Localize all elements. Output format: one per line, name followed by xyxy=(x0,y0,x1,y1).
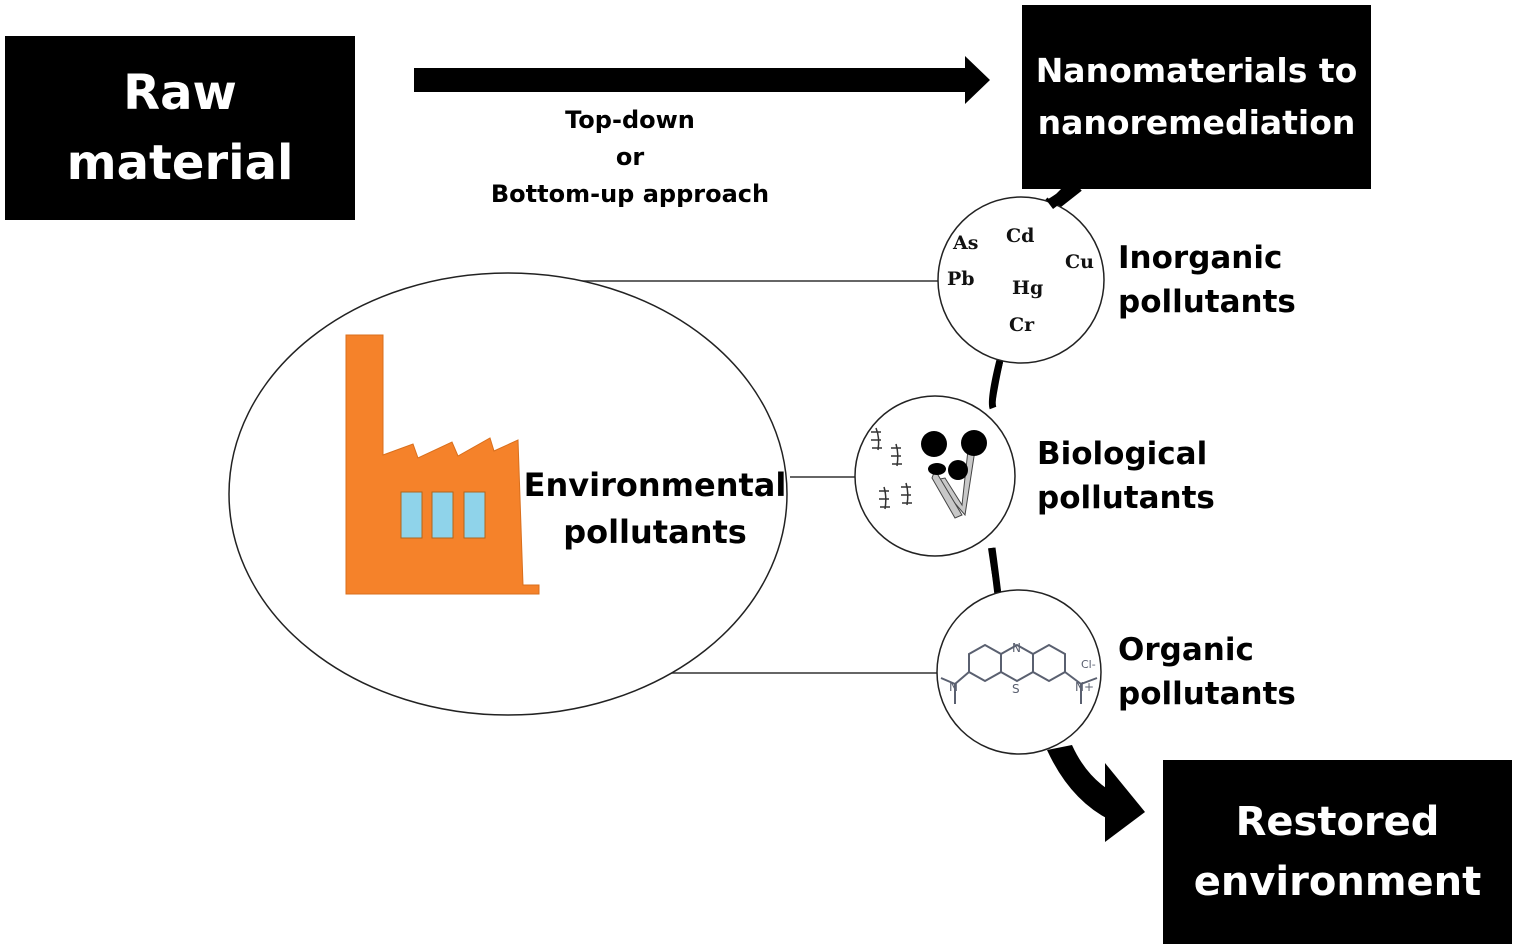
element-cr: Cr xyxy=(1009,314,1035,336)
inorganic-line-1: Inorganic xyxy=(1118,240,1283,276)
organic-pollutants-circle xyxy=(936,589,1102,755)
top-down-arrow xyxy=(414,56,990,104)
restored-line-1: Restored xyxy=(1235,799,1440,845)
approach-line-3: Bottom-up approach xyxy=(490,180,770,208)
molecule-atom-n-plus: N+ xyxy=(1075,680,1094,694)
nanomaterials-box: Nanomaterials to nanoremediation xyxy=(1022,5,1371,189)
raw-material-box: Raw material xyxy=(5,36,355,220)
molecule-atom-s: S xyxy=(1012,682,1020,696)
restored-environment-box: Restored environment xyxy=(1163,760,1512,944)
organic-line-2: pollutants xyxy=(1118,676,1296,712)
restored-line-2: environment xyxy=(1193,859,1482,905)
molecule-atom-cl: Cl- xyxy=(1081,658,1096,671)
flow-segment-top xyxy=(1046,182,1079,209)
element-hg: Hg xyxy=(1012,277,1044,299)
microbe-icon xyxy=(871,427,912,510)
flow-segment-1 xyxy=(989,361,1003,406)
fungus-icon xyxy=(921,430,987,519)
inorganic-pollutants-label: Inorganic pollutants xyxy=(1118,236,1296,324)
environmental-pollutants-label: Environmental pollutants xyxy=(520,462,790,556)
methylene-blue-molecule-icon xyxy=(940,643,1098,704)
env-line-1: Environmental xyxy=(523,466,787,504)
inorganic-pollutants-circle xyxy=(937,196,1105,364)
raw-material-line-1: Raw xyxy=(123,65,237,121)
restored-arrow xyxy=(1047,745,1145,842)
biological-pollutants-label: Biological pollutants xyxy=(1037,432,1215,520)
flow-segment-2 xyxy=(988,547,1001,593)
inorganic-line-2: pollutants xyxy=(1118,284,1296,320)
organic-pollutants-label: Organic pollutants xyxy=(1118,628,1296,716)
molecule-atom-n-left: N xyxy=(949,680,958,694)
nanomaterials-line-1: Nanomaterials to xyxy=(1035,51,1358,90)
molecule-atom-n-top: N xyxy=(1012,641,1021,655)
element-as: As xyxy=(953,232,979,254)
biological-line-1: Biological xyxy=(1037,436,1208,472)
env-line-2: pollutants xyxy=(563,513,747,551)
approach-label: Top-down or Bottom-up approach xyxy=(470,102,790,213)
raw-material-line-2: material xyxy=(66,135,294,191)
factory-icon xyxy=(345,334,540,595)
biological-line-2: pollutants xyxy=(1037,480,1215,516)
element-pb: Pb xyxy=(947,268,975,290)
element-cu: Cu xyxy=(1065,251,1094,273)
approach-line-2: or xyxy=(615,143,645,171)
nanomaterials-line-2: nanoremediation xyxy=(1037,103,1356,142)
element-cd: Cd xyxy=(1006,225,1035,247)
approach-line-1: Top-down xyxy=(565,106,695,134)
organic-line-1: Organic xyxy=(1118,632,1254,668)
